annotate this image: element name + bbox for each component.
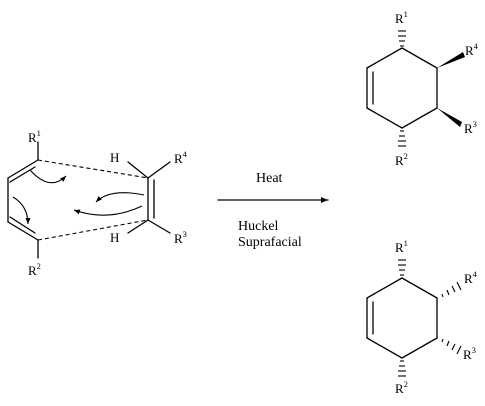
product-bottom-r1: R1 <box>395 238 408 255</box>
electron-arrows <box>12 169 145 225</box>
alkene-substituent-r3: R3 <box>174 229 187 246</box>
reactant: R1 R2 H H R4 R3 <box>7 128 188 278</box>
condition-huckel: Huckel <box>238 219 279 234</box>
product-top-r4: R4 <box>465 41 479 58</box>
product-top-r1: R1 <box>395 9 408 26</box>
alkene-hydrogen-bottom: H <box>110 230 119 245</box>
product-bottom-hashed-r2 <box>398 360 406 377</box>
reaction-arrow: Heat Huckel Suprafacial <box>217 171 329 250</box>
condition-heat: Heat <box>256 171 283 186</box>
product-top-wedge-r3 <box>437 108 462 127</box>
product-bottom-hashed-r3 <box>441 338 462 355</box>
product-bottom-r2: R2 <box>395 379 408 396</box>
forming-bonds <box>37 159 149 241</box>
product-top-wedge-r4 <box>437 52 465 68</box>
alkene-substituent-r4: R4 <box>174 149 188 166</box>
product-bottom-hashed-r1 <box>398 259 406 276</box>
product-top: R1 R2 R4 R3 <box>366 9 479 168</box>
product-top-ring <box>366 47 438 129</box>
product-top-r2: R2 <box>395 151 408 168</box>
diene-substituent-r2: R2 <box>28 261 41 278</box>
product-top-hashed-r2 <box>398 130 406 147</box>
product-bottom-hashed-r4 <box>441 281 462 298</box>
diene-substituent-r1: R1 <box>28 128 41 145</box>
product-bottom: R1 R2 R4 R3 <box>366 238 478 396</box>
product-bottom-ring <box>366 277 438 359</box>
product-top-hashed-r1 <box>398 30 406 47</box>
product-bottom-r4: R4 <box>464 269 478 286</box>
alkene-hydrogen-top: H <box>110 150 119 165</box>
product-bottom-r3: R3 <box>463 345 476 362</box>
product-top-r3: R3 <box>464 119 477 136</box>
dienophile-bonds <box>127 161 171 234</box>
condition-suprafacial: Suprafacial <box>238 235 302 250</box>
diene-bonds <box>7 141 39 259</box>
